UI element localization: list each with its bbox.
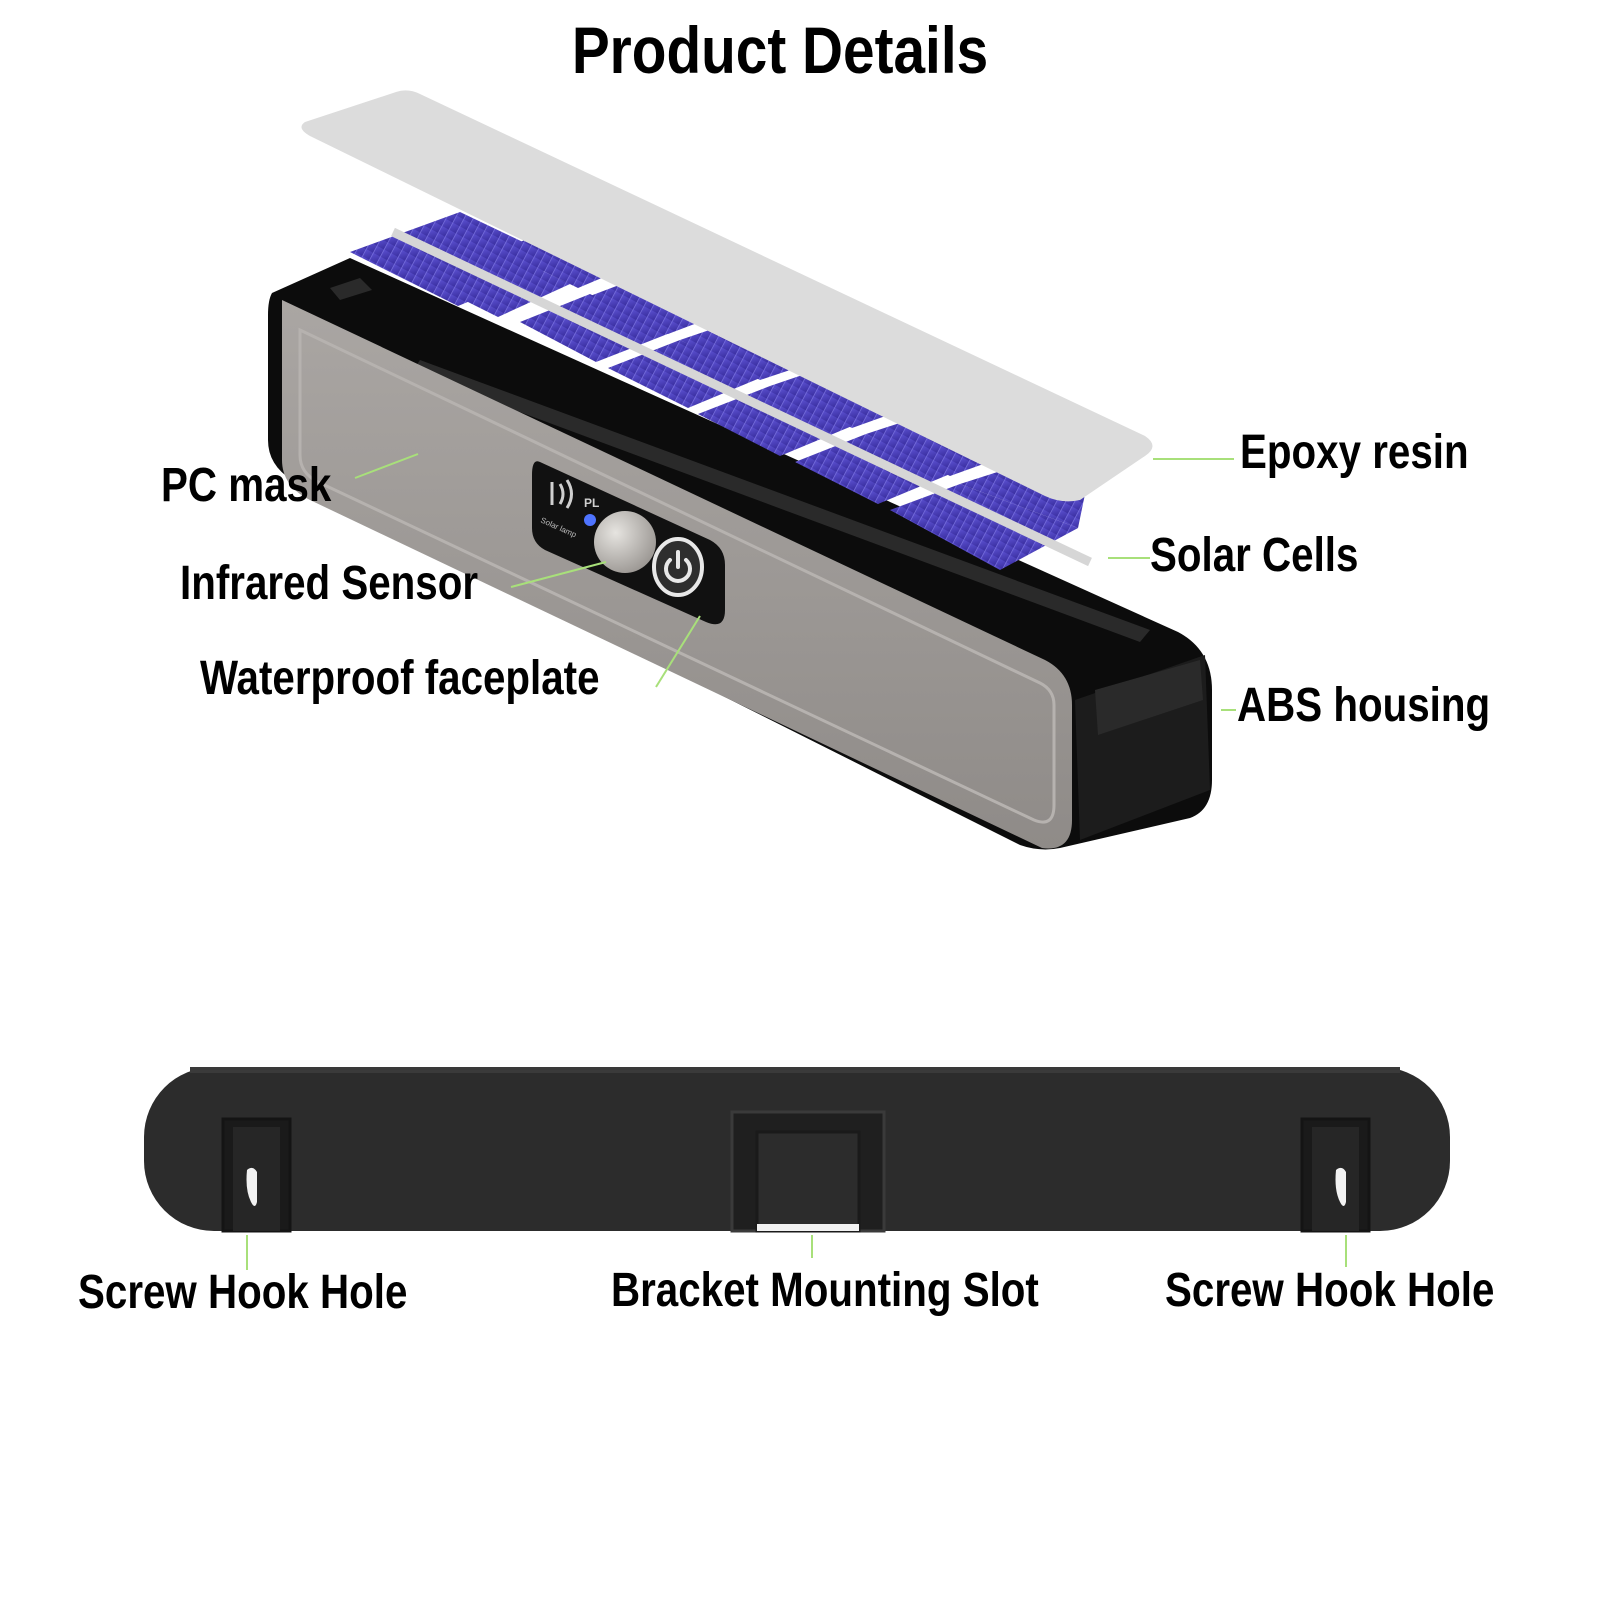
label-screw-hook-hole-right: Screw Hook Hole (1165, 1264, 1495, 1317)
signal-icon (550, 479, 573, 509)
label-infrared-sensor: Infrared Sensor (180, 557, 479, 610)
epoxy-resin-sheet (301, 90, 1153, 502)
label-abs-housing: ABS housing (1237, 679, 1491, 732)
label-waterproof-faceplate: Waterproof faceplate (200, 652, 600, 705)
leader-waterproof-faceplate (655, 615, 701, 688)
back-panel (144, 1067, 1450, 1233)
screw-hook-hole-right (1300, 1117, 1371, 1233)
leader-pc-mask (354, 453, 419, 479)
label-screw-hook-hole-left: Screw Hook Hole (78, 1266, 408, 1319)
leader-infrared-sensor (510, 561, 607, 588)
label-solar-cells: Solar Cells (1150, 529, 1359, 582)
label-pc-mask: PC mask (161, 459, 332, 512)
power-icon (664, 550, 692, 583)
waterproof-faceplate: PL Solar lamp (532, 461, 725, 625)
label-bracket-mounting-slot: Bracket Mounting Slot (611, 1264, 1039, 1317)
label-epoxy-resin: Epoxy resin (1240, 426, 1469, 479)
infrared-sensor-dome (594, 511, 656, 573)
page-title: Product Details (571, 13, 989, 87)
bracket-mounting-slot (730, 1110, 886, 1233)
badge-text: PL (584, 496, 599, 510)
top-grille (330, 278, 1150, 642)
screw-hook-hole-left (221, 1117, 292, 1233)
power-button (652, 537, 704, 597)
indicator-led (584, 514, 596, 526)
leader-lines (246, 453, 1347, 1270)
